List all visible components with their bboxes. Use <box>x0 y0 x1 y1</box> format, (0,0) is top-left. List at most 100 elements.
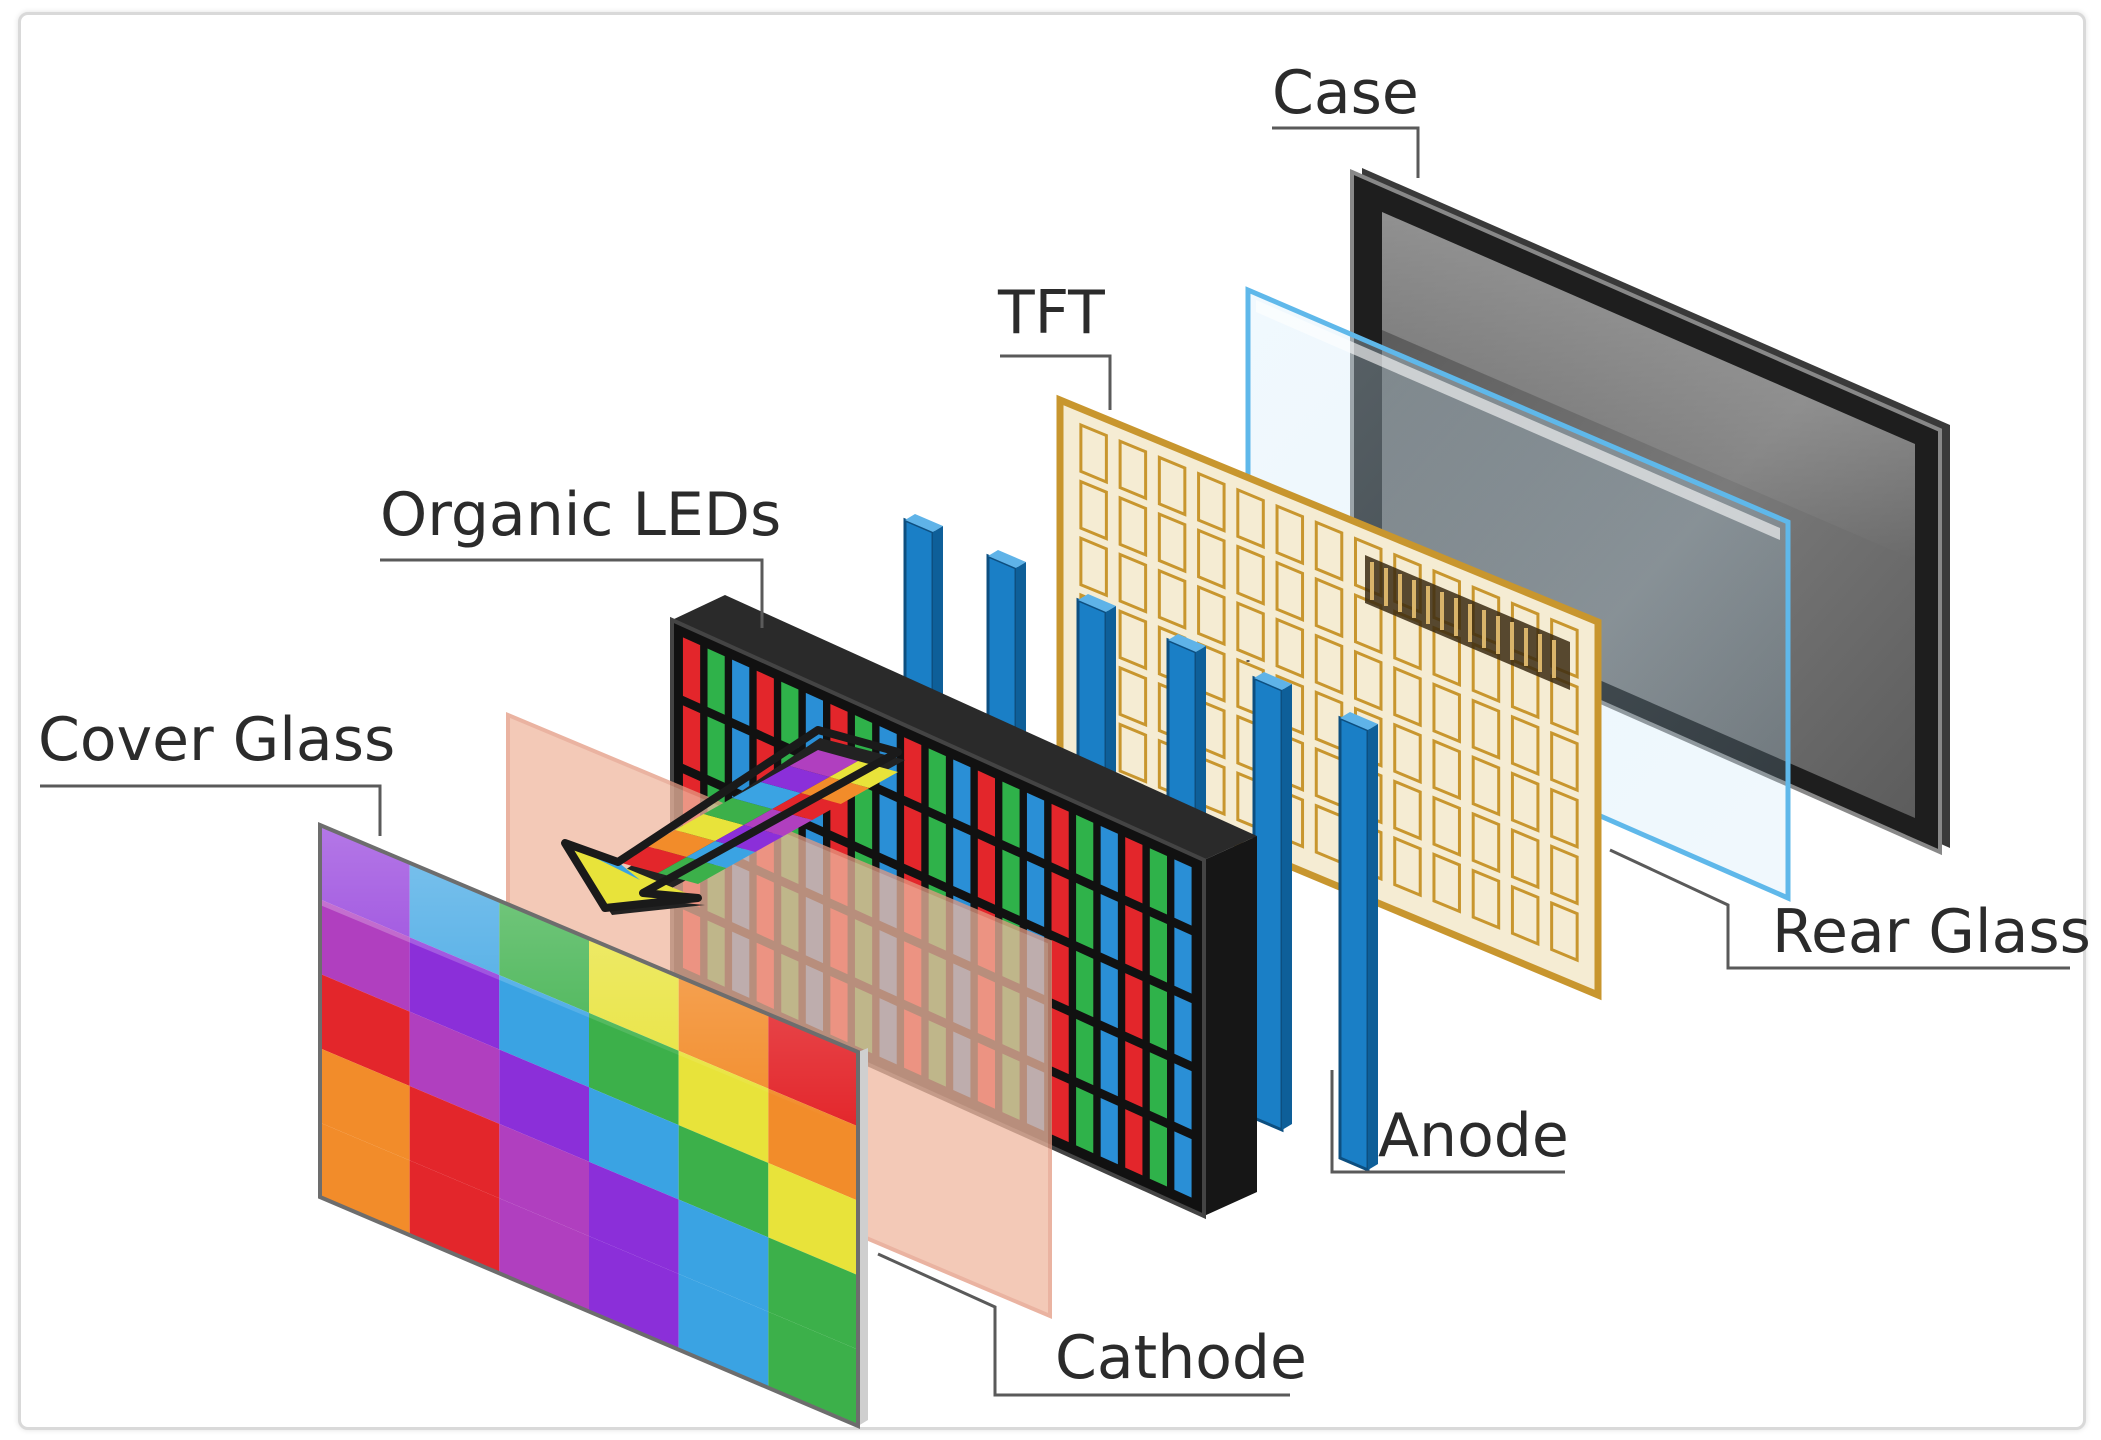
tft-cell <box>1118 608 1148 671</box>
tft-cell <box>1432 682 1461 744</box>
label-case: Case <box>1272 58 1419 128</box>
led-subpixel <box>904 737 922 804</box>
led-subpixel <box>1076 1018 1094 1086</box>
tft-cell <box>1157 455 1187 517</box>
cover-glass-cell <box>320 1122 410 1235</box>
led-subpixel <box>977 838 996 905</box>
led-subpixel <box>1149 984 1168 1051</box>
led-subpixel <box>1174 995 1192 1062</box>
led-subpixel <box>1051 1075 1069 1143</box>
led-subpixel <box>1125 905 1143 972</box>
cover-glass-cell <box>589 1236 679 1349</box>
tft-cell <box>1157 511 1187 574</box>
tft-cell <box>1393 835 1422 898</box>
led-subpixel <box>1174 1131 1192 1198</box>
cover-glass-cell <box>320 899 410 1012</box>
led-subpixel <box>756 670 774 737</box>
tft-cell <box>1314 633 1344 695</box>
cover-glass-cell <box>768 1237 858 1350</box>
label-rear-glass: Rear Glass <box>1772 897 2091 967</box>
cover-glass-cell <box>409 937 500 1050</box>
led-subpixel <box>879 794 897 861</box>
led-subpixel <box>732 659 750 726</box>
cover-glass-cell <box>499 1198 589 1311</box>
tft-cell <box>1510 714 1540 777</box>
cover-glass-cell <box>320 1048 410 1161</box>
cover-glass-cell <box>589 1161 679 1274</box>
led-subpixel <box>854 783 873 850</box>
led-subpixel <box>1100 962 1118 1029</box>
cover-glass-cell <box>768 1088 858 1201</box>
tft-cell <box>1550 844 1579 906</box>
tft-cell <box>1079 422 1108 485</box>
tft-cell <box>1471 755 1501 817</box>
tft-cell <box>1550 787 1579 849</box>
tft-layer <box>1056 394 1602 1001</box>
led-subpixel <box>1002 849 1020 916</box>
led-subpixel <box>953 827 971 894</box>
led-subpixel <box>1051 939 1069 1007</box>
cover-glass-cell <box>678 1273 769 1387</box>
led-subpixel <box>1076 950 1094 1018</box>
cover-glass-layer <box>318 821 868 1430</box>
led-subpixel <box>1100 894 1118 961</box>
led-subpixel <box>1051 803 1069 871</box>
tft-cell <box>1314 520 1344 582</box>
label-anode: Anode <box>1378 1101 1569 1171</box>
tft-cell <box>1471 698 1501 760</box>
tft-cell <box>1314 576 1344 639</box>
tft-cell <box>1118 665 1148 728</box>
tft-cell <box>1471 811 1501 874</box>
tft-cell <box>1197 584 1226 647</box>
led-subpixel <box>1100 1098 1118 1165</box>
tft-cell <box>1157 568 1187 631</box>
tft-cell <box>1236 487 1265 550</box>
tft-cell <box>1236 544 1265 606</box>
tft-cell <box>1354 649 1383 712</box>
tft-cell <box>1079 479 1108 541</box>
led-subpixel <box>1125 837 1143 904</box>
tft-cell <box>1118 722 1148 784</box>
led-subpixel <box>904 805 922 872</box>
cover-glass-cell <box>499 1123 589 1237</box>
rainbow-arrow-icon <box>561 726 905 915</box>
led-subpixel <box>1149 848 1168 915</box>
led-subpixel <box>928 748 946 815</box>
cover-glass-cell <box>499 975 589 1088</box>
tft-cell <box>1550 730 1579 793</box>
led-subpixel <box>1076 814 1094 882</box>
anode-bar <box>1252 675 1284 1133</box>
led-subpixel <box>1051 1007 1069 1075</box>
cover-glass-cell <box>499 1049 589 1162</box>
cover-glass-cell <box>320 973 410 1087</box>
led-subpixel <box>781 681 799 749</box>
cover-glass-cell <box>678 1125 769 1238</box>
cover-glass-cell <box>678 1050 769 1163</box>
tft-cell <box>1510 771 1540 833</box>
led-subpixel <box>928 816 946 883</box>
cover-glass-cell <box>409 1160 500 1273</box>
cover-glass-cell <box>768 1162 858 1276</box>
led-subpixel <box>1051 871 1069 939</box>
led-subpixel <box>1100 826 1118 893</box>
tft-cell <box>1275 617 1305 679</box>
tft-transistor-strip <box>1370 562 1556 678</box>
led-subpixel <box>1149 1052 1168 1119</box>
tft-cell <box>1550 900 1579 963</box>
tft-cell <box>1510 884 1540 947</box>
tft-cell <box>1275 503 1305 566</box>
cover-glass-cell <box>589 1087 679 1200</box>
led-subpixel <box>953 759 971 826</box>
tft-cell <box>1471 868 1501 930</box>
cover-glass-cell <box>768 1311 858 1424</box>
cover-glass-cell <box>678 1199 769 1312</box>
tft-cell <box>1197 471 1226 533</box>
tft-cell <box>1118 552 1148 614</box>
led-subpixel <box>1125 973 1143 1040</box>
label-cover-glass: Cover Glass <box>38 705 395 775</box>
led-subpixel <box>1076 882 1094 950</box>
label-organic-leds: Organic LEDs <box>380 480 781 550</box>
led-subpixel <box>1174 859 1192 926</box>
led-subpixel <box>1149 1120 1168 1187</box>
